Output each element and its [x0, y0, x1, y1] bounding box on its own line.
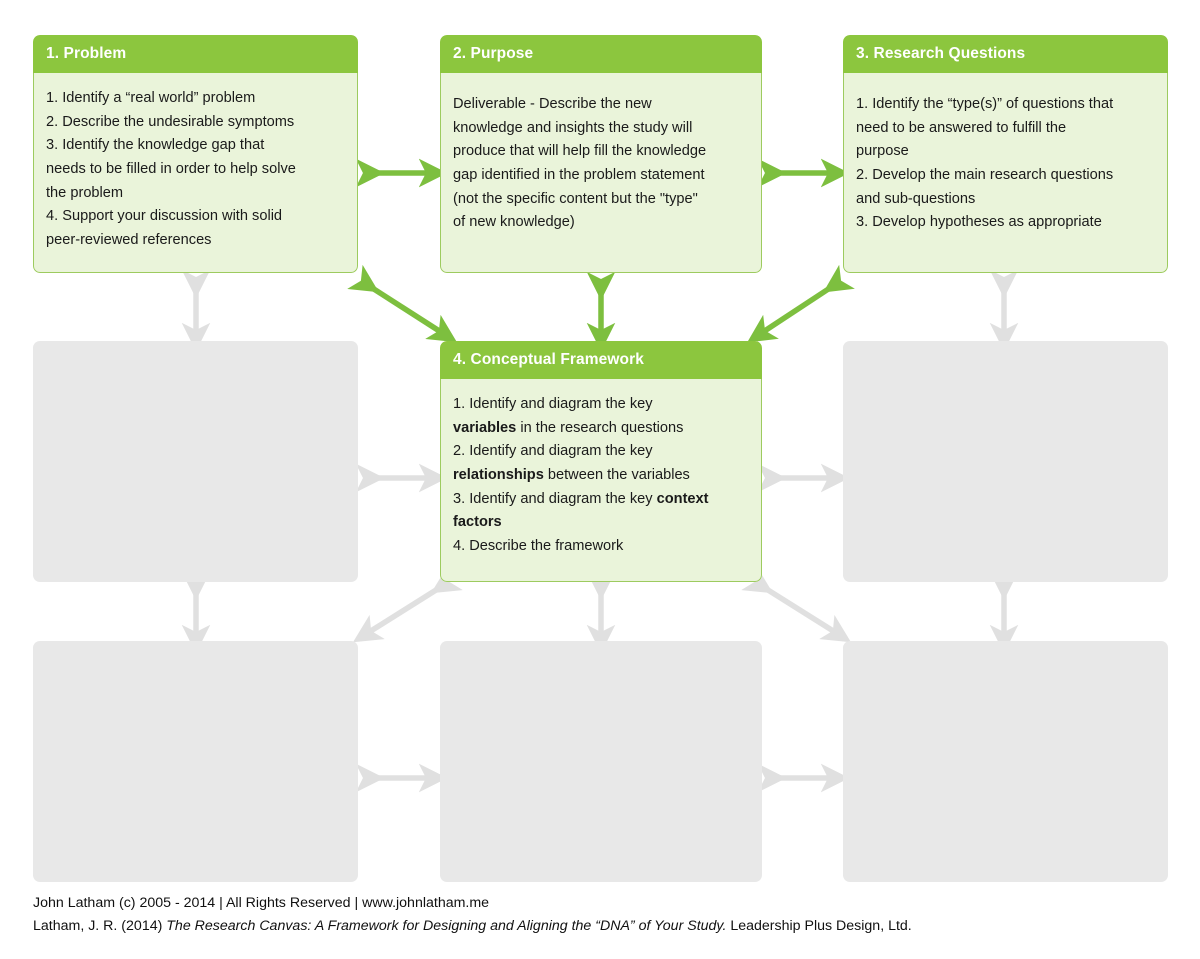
card-research-questions-line: 3. Develop hypotheses as appropriate — [856, 214, 1102, 231]
arrow-conceptual-framework-bottomleft — [352, 565, 463, 643]
card-conceptual-framework-line: 4. Describe the framework — [453, 537, 624, 554]
card-purpose-body: Deliverable - Describe the new knowledge… — [440, 73, 762, 273]
footer-citation-title: The Research Canvas: A Framework for Des… — [166, 917, 727, 934]
card-purpose-line: Deliverable - Describe the new — [453, 96, 652, 112]
card-purpose-line: produce that will help fill the knowledg… — [453, 143, 707, 160]
card-problem-body: 1. Identify a “real world” problem 2. De… — [33, 73, 358, 273]
card-research-questions-line: 2. Develop the main research questions — [856, 166, 1114, 183]
placeholder-bottom-center[interactable] — [440, 641, 762, 882]
footer-citation-suffix: Leadership Plus Design, Ltd. — [726, 917, 912, 934]
card-conceptual-framework-line: variables in the research questions — [453, 419, 684, 436]
card-conceptual-framework-line: 3. Identify and diagram the key context — [453, 490, 709, 507]
card-problem-line: 3. Identify the knowledge gap that — [46, 137, 265, 154]
card-research-questions-body: 1. Identify the “type(s)” of questions t… — [843, 73, 1168, 273]
card-purpose[interactable]: 2. Purpose Deliverable - Describe the ne… — [440, 35, 762, 273]
card-problem-line: 4. Support your discussion with solid — [46, 208, 283, 225]
card-research-questions-title: 3. Research Questions — [843, 35, 1168, 73]
card-problem-line: 1. Identify a “real world” problem — [46, 90, 256, 106]
footer-citation-prefix: Latham, J. R. (2014) — [33, 917, 167, 934]
placeholder-mid-left[interactable] — [33, 341, 358, 582]
card-purpose-line: of new knowledge) — [453, 214, 575, 231]
card-conceptual-framework-line: 1. Identify and diagram the key — [453, 396, 653, 412]
footer-citation-line: Latham, J. R. (2014) The Research Canvas… — [33, 916, 1173, 937]
card-research-questions[interactable]: 3. Research Questions 1. Identify the “t… — [843, 35, 1168, 273]
arrow-problem-conceptual-framework — [347, 264, 457, 343]
card-problem-line: needs to be filled in order to help solv… — [46, 160, 296, 177]
card-conceptual-framework-title: 4. Conceptual Framework — [440, 341, 762, 379]
card-research-questions-line: and sub-questions — [856, 190, 976, 207]
placeholder-mid-right[interactable] — [843, 341, 1168, 582]
card-research-questions-line: purpose — [856, 143, 909, 160]
card-purpose-title: 2. Purpose — [440, 35, 762, 73]
card-conceptual-framework-line: factors — [453, 514, 502, 531]
card-purpose-line: (not the specific content but the "type" — [453, 190, 698, 207]
card-problem-line: the problem — [46, 184, 124, 201]
arrow-conceptual-framework-bottomright — [741, 565, 852, 643]
card-problem-line: peer-reviewed references — [46, 231, 212, 248]
card-conceptual-framework-line: 2. Identify and diagram the key — [453, 443, 653, 460]
card-purpose-line: knowledge and insights the study will — [453, 119, 693, 136]
card-problem[interactable]: 1. Problem 1. Identify a “real world” pr… — [33, 35, 358, 273]
placeholder-bottom-left[interactable] — [33, 641, 358, 882]
card-research-questions-line: 1. Identify the “type(s)” of questions t… — [856, 96, 1114, 112]
card-conceptual-framework[interactable]: 4. Conceptual Framework 1. Identify and … — [440, 341, 762, 582]
footer-copyright-line: John Latham (c) 2005 - 2014 | All Rights… — [33, 895, 490, 912]
card-conceptual-framework-line: relationships between the variables — [453, 466, 690, 483]
card-conceptual-framework-body: 1. Identify and diagram the key variable… — [440, 379, 762, 582]
placeholder-bottom-right[interactable] — [843, 641, 1168, 882]
card-problem-line: 2. Describe the undesirable symptoms — [46, 113, 295, 130]
footer-credits: John Latham (c) 2005 - 2014 | All Rights… — [33, 893, 1173, 937]
card-problem-title: 1. Problem — [33, 35, 358, 73]
card-purpose-line: gap identified in the problem statement — [453, 166, 705, 183]
arrow-research-questions-conceptual-framework — [747, 264, 855, 343]
card-research-questions-line: need to be answered to fulfill the — [856, 119, 1067, 136]
